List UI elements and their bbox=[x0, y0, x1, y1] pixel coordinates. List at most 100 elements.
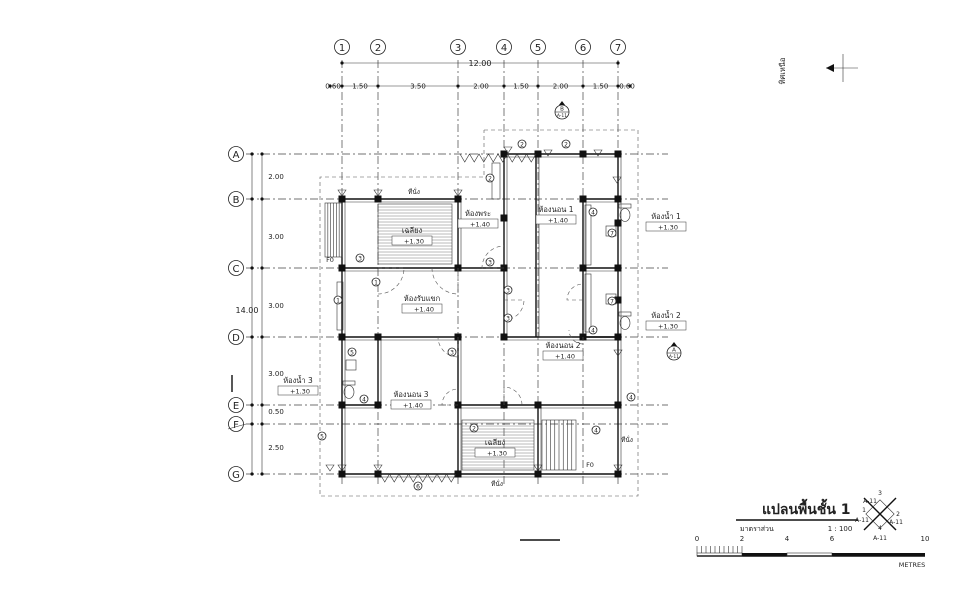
dim-tick bbox=[260, 266, 264, 270]
detail-tag-number: 4 bbox=[591, 327, 595, 334]
window-marker bbox=[337, 189, 347, 197]
dim-tick bbox=[260, 403, 264, 407]
detail-tag bbox=[485, 257, 495, 267]
section-arrow bbox=[559, 101, 565, 105]
deck-border bbox=[461, 419, 535, 471]
window-marker bbox=[612, 176, 622, 184]
porch-deck-top bbox=[377, 203, 453, 265]
window-marker bbox=[373, 464, 383, 472]
key-plan-symbol bbox=[863, 497, 897, 531]
dim-top-segment: 2.00 bbox=[553, 83, 569, 91]
detail-tag bbox=[447, 347, 457, 357]
dim-tick bbox=[502, 84, 506, 88]
structural-column bbox=[579, 150, 587, 158]
room-level-box bbox=[401, 303, 443, 314]
detail-tag-number: 2 bbox=[488, 175, 492, 182]
detail-tag-number: 4 bbox=[362, 396, 366, 403]
grid-bubble-row bbox=[228, 260, 244, 276]
dim-left-segment: 2.50 bbox=[268, 444, 284, 452]
room-level-box bbox=[277, 385, 319, 396]
room-level-box bbox=[457, 218, 499, 229]
detail-tag-number: 3 bbox=[450, 349, 454, 356]
section-sheet: A-11 bbox=[669, 354, 679, 360]
key-square bbox=[865, 499, 895, 529]
room-level-value: +1.40 bbox=[403, 402, 423, 410]
grid-label-row: E bbox=[233, 401, 239, 412]
toilet-tank bbox=[618, 311, 632, 317]
dim-tick bbox=[456, 84, 460, 88]
structural-column bbox=[534, 150, 542, 158]
room-level-box bbox=[391, 235, 433, 246]
window-marker bbox=[613, 349, 623, 357]
dim-left-segment: 0.50 bbox=[268, 408, 284, 416]
room-level-box bbox=[535, 214, 577, 225]
grid-bubble-row bbox=[228, 329, 244, 345]
dim-tick bbox=[250, 197, 254, 201]
door-swing bbox=[441, 388, 459, 406]
scale-bar-tick-label: 10 bbox=[921, 535, 930, 543]
scale-bar-tick-label: 6 bbox=[830, 535, 835, 543]
detail-tag-number: 5 bbox=[320, 433, 324, 440]
dim-top-segment: 0.60 bbox=[619, 83, 635, 91]
structural-column bbox=[614, 195, 622, 203]
basin bbox=[345, 359, 357, 371]
section-arrow bbox=[671, 342, 677, 346]
room-name-label: ห้องนอน 1 bbox=[538, 205, 573, 214]
grid-label-row: B bbox=[233, 195, 240, 206]
room-level-value: +1.40 bbox=[548, 217, 568, 225]
detail-tag-number: 1 bbox=[336, 297, 340, 304]
scale-bar-tick-label: 4 bbox=[785, 535, 790, 543]
window-marker bbox=[543, 149, 553, 157]
toilet-fixture bbox=[618, 203, 632, 222]
dim-left-segment: 2.00 bbox=[268, 173, 284, 181]
seat-label: ทีนั่ง bbox=[408, 187, 420, 196]
scale-value: 1 : 100 bbox=[828, 525, 853, 533]
room-name-label: ห้องน้ำ 1 bbox=[651, 211, 681, 221]
detail-tag-number: 3 bbox=[358, 255, 362, 262]
structural-column bbox=[534, 470, 542, 478]
dim-left-segment: 3.00 bbox=[268, 233, 284, 241]
grid-bubble-col bbox=[610, 39, 626, 55]
dim-tick bbox=[340, 61, 344, 65]
grid-label-col: 3 bbox=[455, 43, 461, 54]
structural-column bbox=[500, 214, 508, 222]
structural-column bbox=[614, 470, 622, 478]
window-marker bbox=[503, 146, 513, 154]
detail-tag bbox=[359, 394, 369, 404]
detail-tag bbox=[588, 325, 598, 335]
room-name-label: ห้องนอน 2 bbox=[545, 341, 580, 350]
grid-bubble-col bbox=[530, 39, 546, 55]
window-folding-top bbox=[459, 153, 537, 163]
dim-tick bbox=[250, 152, 254, 156]
section-marker-a: AA-11 bbox=[666, 342, 682, 361]
dim-tick bbox=[250, 422, 254, 426]
north-arrow-head bbox=[826, 64, 834, 72]
window-marker bbox=[337, 464, 347, 472]
scale-bar-segment bbox=[832, 553, 925, 556]
structural-column bbox=[374, 333, 382, 341]
detail-tag bbox=[591, 425, 601, 435]
dim-tick bbox=[328, 84, 332, 88]
door-swing bbox=[431, 267, 459, 295]
detail-tag bbox=[503, 313, 513, 323]
detail-tag bbox=[333, 295, 343, 305]
detail-tag bbox=[588, 207, 598, 217]
toilet-bowl bbox=[619, 316, 631, 330]
grid-bubble-col bbox=[496, 39, 512, 55]
key-plan-label: 1 bbox=[862, 507, 866, 514]
dim-tick bbox=[260, 197, 264, 201]
dim-tick bbox=[250, 335, 254, 339]
detail-tag bbox=[626, 392, 636, 402]
dim-top-segment: 2.00 bbox=[473, 83, 489, 91]
dim-tick bbox=[340, 84, 344, 88]
room-name-label: ห้องนอน 3 bbox=[393, 390, 428, 399]
structural-column bbox=[374, 195, 382, 203]
key-plan-label: A-11 bbox=[855, 517, 869, 524]
door-swing bbox=[503, 386, 523, 406]
key-plan-label: A-11 bbox=[873, 535, 887, 542]
key-plan-label: A-11 bbox=[889, 519, 903, 526]
seat-label: ทีนั่ง bbox=[621, 435, 633, 444]
dim-tick bbox=[616, 61, 620, 65]
room-level-box bbox=[645, 221, 687, 232]
detail-tag bbox=[317, 431, 327, 441]
